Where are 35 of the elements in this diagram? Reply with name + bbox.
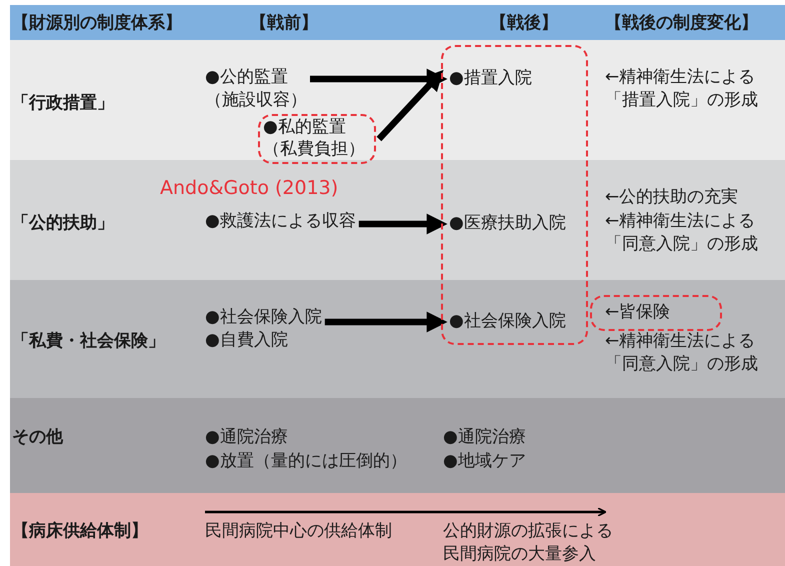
item-text: ●医療扶助入院 (449, 212, 566, 235)
item-text: ●措置入院 (449, 67, 532, 90)
item-text: ●地域ケア (443, 450, 526, 473)
item-text: ●自費入院 (205, 328, 289, 352)
arrow (376, 70, 444, 142)
item-text: ●公的監置（施設収容） (205, 66, 308, 112)
item-text: ←皆保険 (604, 301, 672, 324)
dashed-box (590, 295, 722, 331)
dashed-box (441, 45, 588, 345)
item-text: ●放置（量的には圧倒的） (205, 450, 407, 473)
note-text: ←精神衛生法による「措置入院」の形成 (605, 66, 759, 112)
header-text: 【戦前】 (250, 12, 318, 35)
dashed-box (258, 114, 376, 164)
citation-text: Ando&Goto (2013) (160, 176, 338, 201)
row-title: 「公的扶助」 (12, 212, 114, 235)
item-text: ●私的監置（私費負担） (262, 116, 366, 160)
row-title: 「行政措置」 (12, 92, 114, 115)
note-text: ←精神衛生法による「同意入院」の形成 (605, 330, 759, 376)
item-text: ●通院治療 (205, 426, 288, 449)
row-title: 「私費・社会保険」 (12, 330, 165, 353)
header-text: 【財源別の制度体系】 (12, 12, 182, 35)
arrow (324, 312, 448, 332)
item-text: ●社会保険入院 (449, 310, 566, 333)
row-title: その他 (12, 426, 63, 449)
item-text: ●社会保険入院 (205, 306, 322, 329)
header-text: 【戦後】 (490, 12, 558, 35)
note-text: 民間病院中心の供給体制 (205, 520, 392, 543)
note-text: ←公的扶助の充実 (605, 186, 738, 209)
header-text: 【戦後の制度変化】 (605, 12, 758, 35)
item-text: ●救護法による収容 (205, 210, 356, 233)
item-text: ●通院治療 (443, 426, 526, 449)
note-text: ←精神衛生法による「同意入院」の形成 (605, 210, 759, 256)
note-text: 公的財源の拡張による民間病院の大量参入 (443, 520, 614, 566)
arrow (358, 214, 448, 234)
row-title: 【病床供給体制】 (12, 520, 148, 543)
